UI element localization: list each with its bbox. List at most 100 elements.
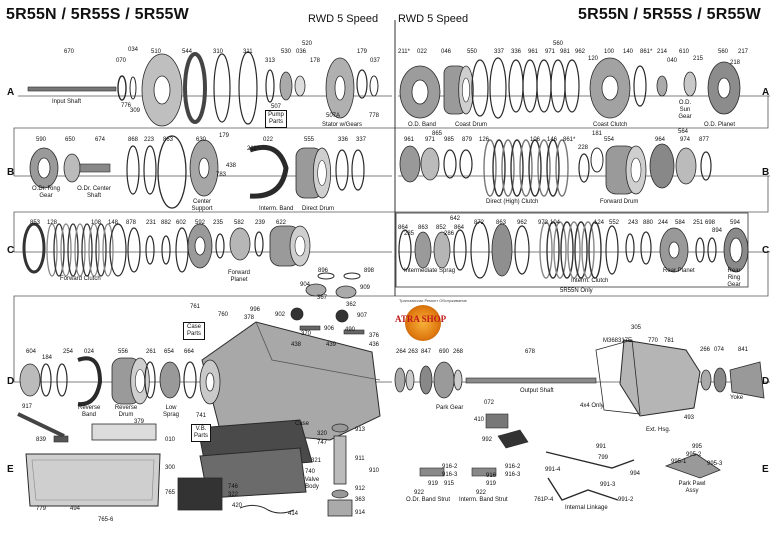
ring-part xyxy=(578,153,590,183)
logo-text: ATRA SHOP xyxy=(395,314,447,324)
disc-part xyxy=(335,285,357,299)
ring-part xyxy=(254,231,264,257)
center-shaft xyxy=(79,163,111,173)
ring-part xyxy=(81,223,93,277)
part-number: 974 xyxy=(680,137,691,143)
disc-part xyxy=(194,236,206,256)
ring-part xyxy=(501,139,515,197)
disc-part xyxy=(153,75,171,105)
part-number: M368317E xyxy=(603,338,633,344)
ring-part xyxy=(536,59,552,113)
part-number: 584 xyxy=(675,220,686,226)
part-number: 410 xyxy=(474,417,485,423)
od-band-strut xyxy=(419,467,445,477)
oil-pan-inner xyxy=(31,459,155,501)
disc-part xyxy=(335,309,349,323)
part-number: 961 xyxy=(404,137,415,143)
part-number: 678 xyxy=(525,349,536,355)
ring-part xyxy=(127,227,141,273)
part-number: 740 xyxy=(305,469,316,475)
part-number: 914 xyxy=(355,510,366,516)
part-number: 981 xyxy=(560,49,571,55)
part-number: 436 xyxy=(369,342,380,348)
part-number: 231 xyxy=(146,220,157,226)
part-number: 916-2 xyxy=(505,464,521,470)
part-number: 218 xyxy=(730,60,741,66)
part-caption: Park Pawl Assy xyxy=(678,481,706,494)
part-number: 761P-4 xyxy=(534,497,554,503)
part-number: 861* xyxy=(563,137,576,143)
disc-part xyxy=(63,153,81,183)
part-number: 124 xyxy=(594,220,605,226)
part-number: 992 xyxy=(482,437,493,443)
row-letter-e-right: E xyxy=(762,464,769,475)
part-number: 776 xyxy=(121,103,132,109)
part-number: 906 xyxy=(324,326,335,332)
part-number: 922 xyxy=(414,490,425,496)
disc-part xyxy=(331,489,349,499)
ring-part xyxy=(489,57,507,119)
part-number: 916-3 xyxy=(442,472,458,478)
part-number: 847 xyxy=(421,349,432,355)
part-number: 179 xyxy=(357,49,368,55)
part-number: 760 xyxy=(218,312,229,318)
assembly-flow-line xyxy=(13,96,769,176)
disc-part xyxy=(453,369,463,391)
disc-part xyxy=(717,77,731,99)
part-number: 550 xyxy=(467,49,478,55)
part-caption: Park Gear xyxy=(436,405,464,411)
part-number: 034 xyxy=(128,47,139,53)
part-number: 861* xyxy=(640,49,653,55)
disc-part xyxy=(683,71,697,97)
part-number: 642 xyxy=(450,216,461,222)
ring-part xyxy=(633,65,647,107)
ring-part xyxy=(564,59,580,113)
part-caption: O.Dr. Ring Gear xyxy=(31,186,60,199)
part-number: 911 xyxy=(355,456,365,462)
part-number: 140 xyxy=(623,49,634,55)
disc-part xyxy=(649,143,675,189)
ring-part xyxy=(183,52,207,124)
ring-part xyxy=(625,233,635,263)
part-number: 919 xyxy=(428,481,439,487)
disc-part xyxy=(411,79,429,105)
row-letter-c-left: C xyxy=(7,245,15,256)
interm-band xyxy=(249,144,289,199)
part-number: 420 xyxy=(232,503,243,509)
part-number: 254 xyxy=(63,349,74,355)
part-number: 520 xyxy=(302,41,313,47)
disc-part xyxy=(37,157,51,179)
part-number: 907 xyxy=(357,313,368,319)
servo-rod xyxy=(299,325,321,331)
part-number: 991-4 xyxy=(545,467,561,473)
disc-part xyxy=(19,363,41,397)
part-number: 910 xyxy=(369,468,380,474)
ring-part xyxy=(605,225,619,275)
ring-part xyxy=(117,75,127,101)
ring-part xyxy=(590,147,604,173)
part-number: 104 xyxy=(550,220,561,226)
part-number: 264 xyxy=(396,349,407,355)
part-number: 530 xyxy=(281,49,292,55)
part-number: 363 xyxy=(355,497,366,503)
part-caption: Stator w/Gears xyxy=(322,122,363,128)
part-caption: Center Support xyxy=(191,199,213,212)
part-number: 378 xyxy=(244,315,255,321)
part-number: 916-2 xyxy=(442,464,458,470)
extension-housing xyxy=(619,339,701,417)
part-number: 414 xyxy=(288,511,299,517)
part-number: 865 xyxy=(432,131,443,137)
part-number: 650 xyxy=(65,137,76,143)
ring-part xyxy=(351,149,365,191)
dipstick-tube xyxy=(17,412,65,438)
part-number: 781 xyxy=(664,338,675,344)
part-number: 961 xyxy=(528,49,539,55)
part-number: 490 xyxy=(345,327,356,333)
part-number: 779 xyxy=(36,506,47,512)
ring-part xyxy=(317,272,335,280)
part-number: 971 xyxy=(425,137,436,143)
ring-part xyxy=(553,221,567,279)
part-number: 602 xyxy=(176,220,187,226)
part-number: 022 xyxy=(263,137,274,143)
part-number: 994 xyxy=(630,471,641,477)
